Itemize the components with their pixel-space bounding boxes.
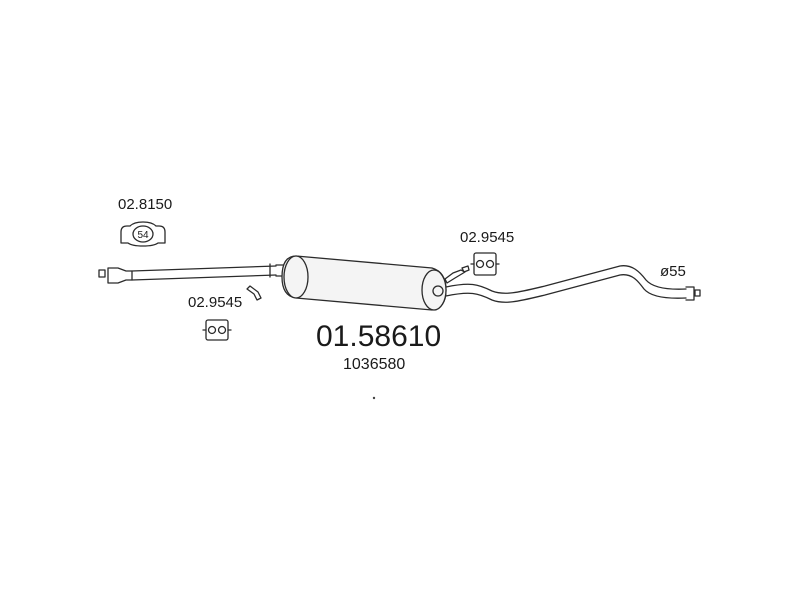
- rear-bracket-tab: [461, 265, 470, 273]
- tail-pipe: [445, 265, 701, 303]
- hanger-left-hole-1: [207, 325, 217, 335]
- part-number: 01.58610: [316, 320, 441, 353]
- hanger-right-hole-1: [475, 259, 485, 269]
- rear-hanger-bracket: [444, 265, 470, 284]
- hanger-left-label: 02.9545: [188, 294, 242, 311]
- tail-pipe-bottom-edge: [445, 274, 687, 303]
- clamp-center-ring: [132, 225, 154, 243]
- muffler-outlet-hole: [432, 285, 444, 297]
- hanger-left: 02.9545: [188, 294, 242, 341]
- front-hanger-bracket: [246, 285, 262, 301]
- tail-pipe-top-edge: [445, 265, 687, 294]
- hanger-right-label: 02.9545: [460, 229, 514, 246]
- clamp-body: [120, 221, 166, 247]
- front-pipe-top-edge: [131, 265, 277, 272]
- tail-pipe-outlet: [685, 286, 695, 301]
- clamp-component: 02.8150 54: [118, 196, 172, 247]
- hanger-right: 02.9545: [460, 229, 514, 276]
- clamp-label: 02.8150: [118, 196, 172, 213]
- muffler-rear-cap: [421, 269, 447, 311]
- hanger-right-hole-2: [485, 259, 495, 269]
- front-bracket-shape: [246, 285, 262, 301]
- hanger-left-body: [205, 319, 229, 341]
- muffler-front-cap: [283, 255, 309, 299]
- front-pipe: [98, 263, 289, 284]
- hanger-right-body: [473, 252, 497, 276]
- rear-bracket-shape: [444, 269, 466, 284]
- front-pipe-bottom-edge: [131, 274, 277, 281]
- clamp-size-label: 54: [137, 230, 149, 241]
- muffler: [281, 255, 447, 311]
- oem-number: 1036580: [343, 356, 405, 373]
- tail-pipe-end-marker: [694, 289, 701, 297]
- stray-dot: [372, 396, 376, 400]
- hanger-left-hole-2: [217, 325, 227, 335]
- pipe-inlet-flare: [107, 267, 133, 284]
- diameter-label: ø55: [660, 263, 686, 280]
- pipe-end-marker: [98, 269, 106, 278]
